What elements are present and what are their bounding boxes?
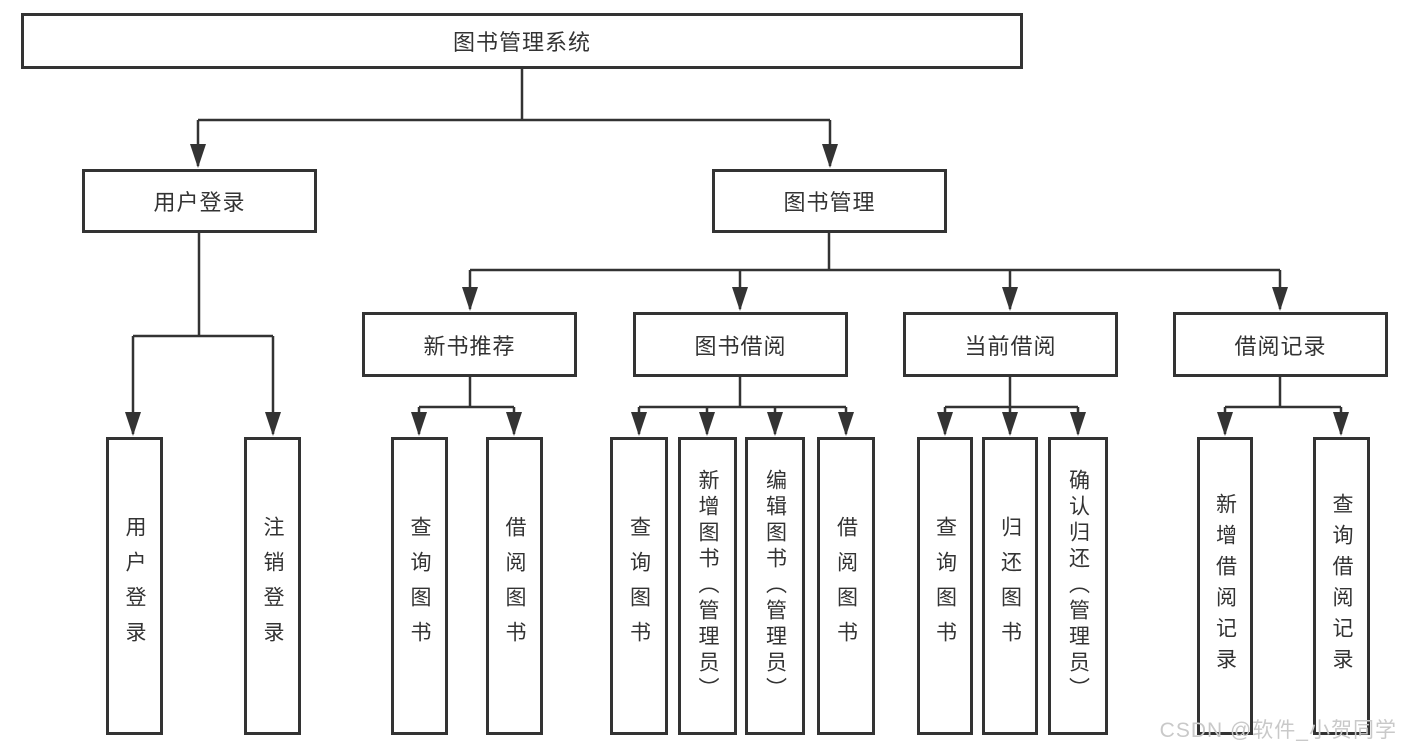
connector-root-to-level2 — [190, 69, 838, 168]
leaf-return-book-label: 归还图书 — [998, 516, 1022, 656]
leaf-borrow-book-1: 借阅图书 — [486, 437, 543, 735]
leaf-query-book-3: 查询图书 — [917, 437, 973, 735]
leaf-logout-label: 注销登录 — [261, 516, 284, 656]
connector-borrow-records-children — [1217, 377, 1349, 436]
connector-new-book-children — [411, 377, 522, 436]
leaf-query-book-2-label: 查询图书 — [627, 516, 651, 656]
leaf-query-book-2: 查询图书 — [610, 437, 668, 735]
leaf-return-book: 归还图书 — [982, 437, 1038, 735]
leaf-query-book-3-label: 查询图书 — [933, 516, 957, 656]
leaf-edit-book-admin-label: 编辑图书（管理员） — [763, 469, 787, 703]
leaf-logout: 注销登录 — [244, 437, 301, 735]
node-user-login: 用户登录 — [82, 169, 317, 233]
node-current-borrow: 当前借阅 — [903, 312, 1118, 377]
connector-current-borrow-children — [937, 377, 1086, 436]
csdn-watermark: CSDN @软件_小贺同学 — [1159, 719, 1397, 742]
leaf-borrow-book-1-label: 借阅图书 — [503, 516, 526, 656]
connector-book-mgmt-children — [462, 233, 1288, 311]
leaf-query-book-1: 查询图书 — [391, 437, 448, 735]
node-book-mgmt: 图书管理 — [712, 169, 947, 233]
leaf-add-borrow-record: 新增借阅记录 — [1197, 437, 1253, 735]
leaf-borrow-book-2-label: 借阅图书 — [834, 516, 858, 656]
node-borrow-records: 借阅记录 — [1173, 312, 1388, 377]
leaf-edit-book-admin: 编辑图书（管理员） — [745, 437, 805, 735]
leaf-confirm-return-admin-label: 确认归还（管理员） — [1066, 469, 1090, 703]
leaf-add-book-admin: 新增图书（管理员） — [678, 437, 737, 735]
node-root: 图书管理系统 — [21, 13, 1023, 69]
node-new-book-recommend: 新书推荐 — [362, 312, 577, 377]
leaf-add-book-admin-label: 新增图书（管理员） — [696, 469, 719, 703]
leaf-user-login: 用户登录 — [106, 437, 163, 735]
connector-user-login-children — [125, 233, 281, 436]
node-book-borrow: 图书借阅 — [633, 312, 848, 377]
leaf-borrow-book-2: 借阅图书 — [817, 437, 875, 735]
leaf-user-login-label: 用户登录 — [123, 516, 146, 656]
connector-book-borrow-children — [631, 377, 854, 436]
leaf-query-borrow-record: 查询借阅记录 — [1313, 437, 1370, 735]
leaf-add-borrow-record-label: 新增借阅记录 — [1213, 493, 1237, 679]
leaf-query-book-1-label: 查询图书 — [408, 516, 431, 656]
leaf-confirm-return-admin: 确认归还（管理员） — [1048, 437, 1108, 735]
leaf-query-borrow-record-label: 查询借阅记录 — [1330, 493, 1353, 679]
